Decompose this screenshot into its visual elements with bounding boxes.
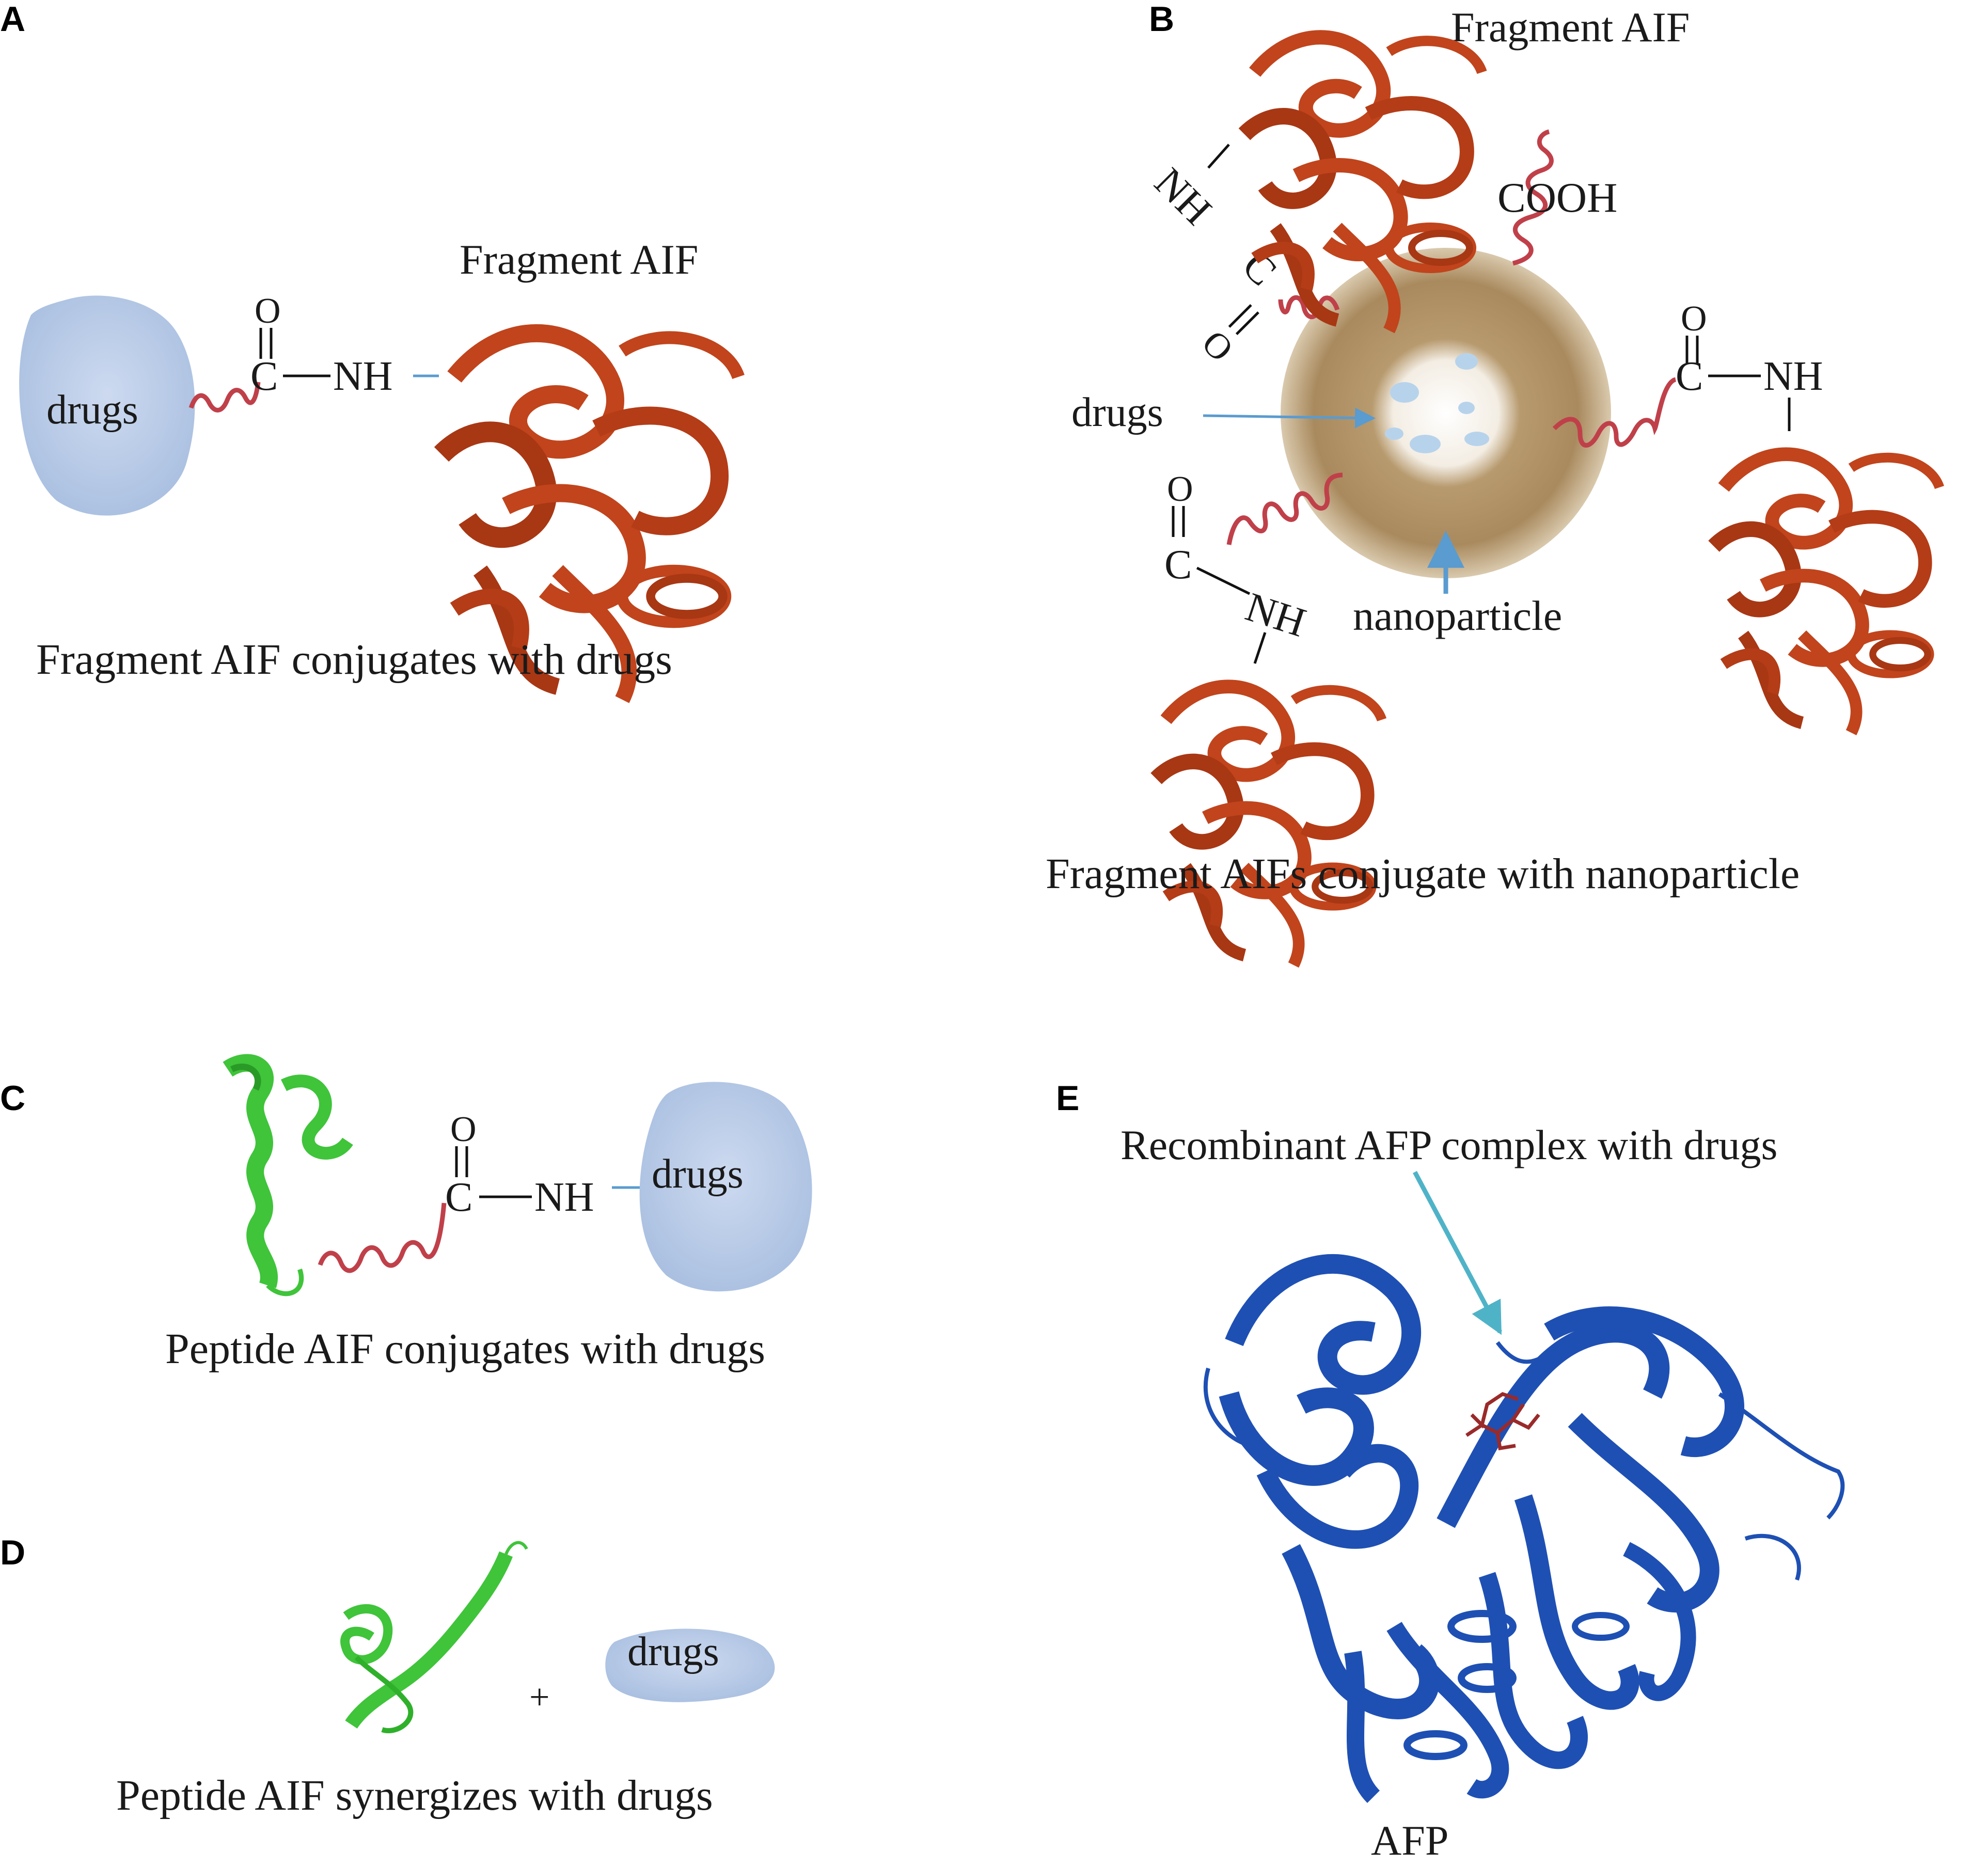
panel-a-linker bbox=[188, 382, 261, 413]
panel-c-peptide bbox=[228, 1063, 348, 1294]
panel-c: C O C NH drugs Peptide AIF conjugates wi… bbox=[0, 1063, 812, 1373]
panel-d-plus: + bbox=[529, 1678, 549, 1717]
panel-c-drugs-blob bbox=[639, 1082, 812, 1292]
panel-b-upper-left-amine: NH bbox=[1146, 160, 1220, 234]
panel-b-right-protein bbox=[1714, 454, 1939, 733]
panel-e-afp-label: AFP bbox=[1371, 1817, 1448, 1864]
panel-b-drug-dot-5 bbox=[1385, 428, 1403, 440]
panel-e-complex-label: Recombinant AFP complex with drugs bbox=[1121, 1121, 1777, 1168]
panel-b: B Fragment AIF drugs nanoparticle COOH C… bbox=[1046, 0, 1939, 965]
panel-b-fragment-label: Fragment AIF bbox=[1451, 4, 1690, 51]
panel-d-letter: D bbox=[0, 1533, 25, 1572]
panel-c-linker bbox=[318, 1203, 447, 1273]
panel-d-drugs-label: drugs bbox=[627, 1629, 719, 1674]
panel-b-lower-left-linker bbox=[1226, 472, 1343, 545]
panel-b-upper-left-bond-to-protein bbox=[1207, 144, 1230, 169]
panel-e-afp-protein bbox=[1203, 1254, 1845, 1803]
panel-b-lower-left-oxygen: O bbox=[1167, 469, 1193, 509]
panel-c-drugs-label: drugs bbox=[652, 1151, 744, 1197]
panel-d-peptide-loop-2 bbox=[354, 1655, 414, 1733]
panel-a-drugs-label: drugs bbox=[46, 387, 138, 433]
panel-b-drug-dot-3 bbox=[1410, 435, 1441, 453]
panel-b-drug-dot-6 bbox=[1458, 402, 1475, 414]
panel-e-drug-ligand bbox=[1465, 1392, 1540, 1451]
panel-b-lower-left-nh: NH bbox=[1240, 584, 1311, 645]
panel-b-nanoparticle-label: nanoparticle bbox=[1353, 592, 1562, 639]
panel-b-drugs-arrow bbox=[1203, 407, 1376, 429]
panel-c-carbon: C bbox=[445, 1175, 472, 1220]
panel-b-cooh-label: COOH bbox=[1497, 174, 1617, 221]
panel-b-lower-left-bond-to-protein bbox=[1253, 632, 1267, 664]
panel-c-letter: C bbox=[0, 1079, 25, 1118]
panel-d-peptide-loop-1 bbox=[340, 1604, 393, 1665]
panel-a-drugs-blob bbox=[19, 295, 195, 516]
panel-b-upper-left-double-bond-1 bbox=[1228, 304, 1252, 328]
panel-a-fragment-label: Fragment AIF bbox=[460, 236, 698, 283]
panel-a-letter: A bbox=[0, 0, 25, 39]
panel-b-right-amine: NH bbox=[1763, 354, 1823, 399]
panel-b-nanoparticle bbox=[1281, 248, 1611, 578]
panel-b-upper-left-nh: NH bbox=[1146, 160, 1220, 234]
panel-b-right-carbon: C bbox=[1676, 354, 1703, 399]
panel-b-drug-dot-4 bbox=[1464, 432, 1489, 446]
panel-b-upper-left-oxygen: O bbox=[1194, 323, 1241, 369]
panel-c-amine: NH bbox=[534, 1175, 594, 1220]
panel-e: E Recombinant AFP complex with drugs bbox=[1056, 1079, 1845, 1864]
panel-b-right-linker bbox=[1552, 377, 1677, 448]
panel-b-letter: B bbox=[1149, 0, 1174, 39]
panel-d-peptide-helix bbox=[345, 1551, 513, 1729]
panel-a: A drugs O C NH Fragment AIF Fragment AIF… bbox=[0, 0, 738, 700]
panel-d-drugs-blob bbox=[605, 1628, 775, 1702]
panel-a-carbon: C bbox=[250, 354, 278, 399]
panel-a-amine: NH bbox=[333, 354, 393, 399]
panel-b-cooh-linker bbox=[1512, 129, 1554, 266]
panel-b-upper-left-linker bbox=[1278, 295, 1340, 320]
panel-d-caption: Peptide AIF synergizes with drugs bbox=[116, 1771, 713, 1819]
panel-b-lower-left-amine: NH bbox=[1240, 584, 1311, 645]
panel-b-lower-protein bbox=[1156, 687, 1382, 965]
panel-a-oxygen: O bbox=[255, 291, 281, 331]
panel-b-drug-dot-1 bbox=[1390, 382, 1419, 403]
panel-b-upper-left-double-bond-2 bbox=[1235, 311, 1259, 336]
panel-b-caption: Fragment AIFs conjugate with nanoparticl… bbox=[1046, 850, 1800, 898]
panel-b-drug-dot-2 bbox=[1455, 353, 1478, 370]
panel-e-complex-arrow bbox=[1413, 1170, 1502, 1335]
panel-e-letter: E bbox=[1056, 1079, 1079, 1118]
panel-b-drugs-label: drugs bbox=[1071, 390, 1163, 435]
panel-d-peptide bbox=[340, 1541, 528, 1733]
panel-a-caption: Fragment AIF conjugates with drugs bbox=[36, 636, 672, 684]
panel-c-oxygen: O bbox=[450, 1110, 477, 1149]
panel-b-lower-left-single-bond bbox=[1196, 566, 1251, 595]
panel-d-peptide-tail bbox=[504, 1541, 528, 1555]
panel-b-right-oxygen: O bbox=[1681, 299, 1707, 339]
panel-c-caption: Peptide AIF conjugates with drugs bbox=[165, 1325, 765, 1373]
panel-d: D + drugs Peptide AIF synergizes with dr… bbox=[0, 1533, 775, 1819]
panel-b-lower-left-carbon: C bbox=[1164, 542, 1192, 588]
